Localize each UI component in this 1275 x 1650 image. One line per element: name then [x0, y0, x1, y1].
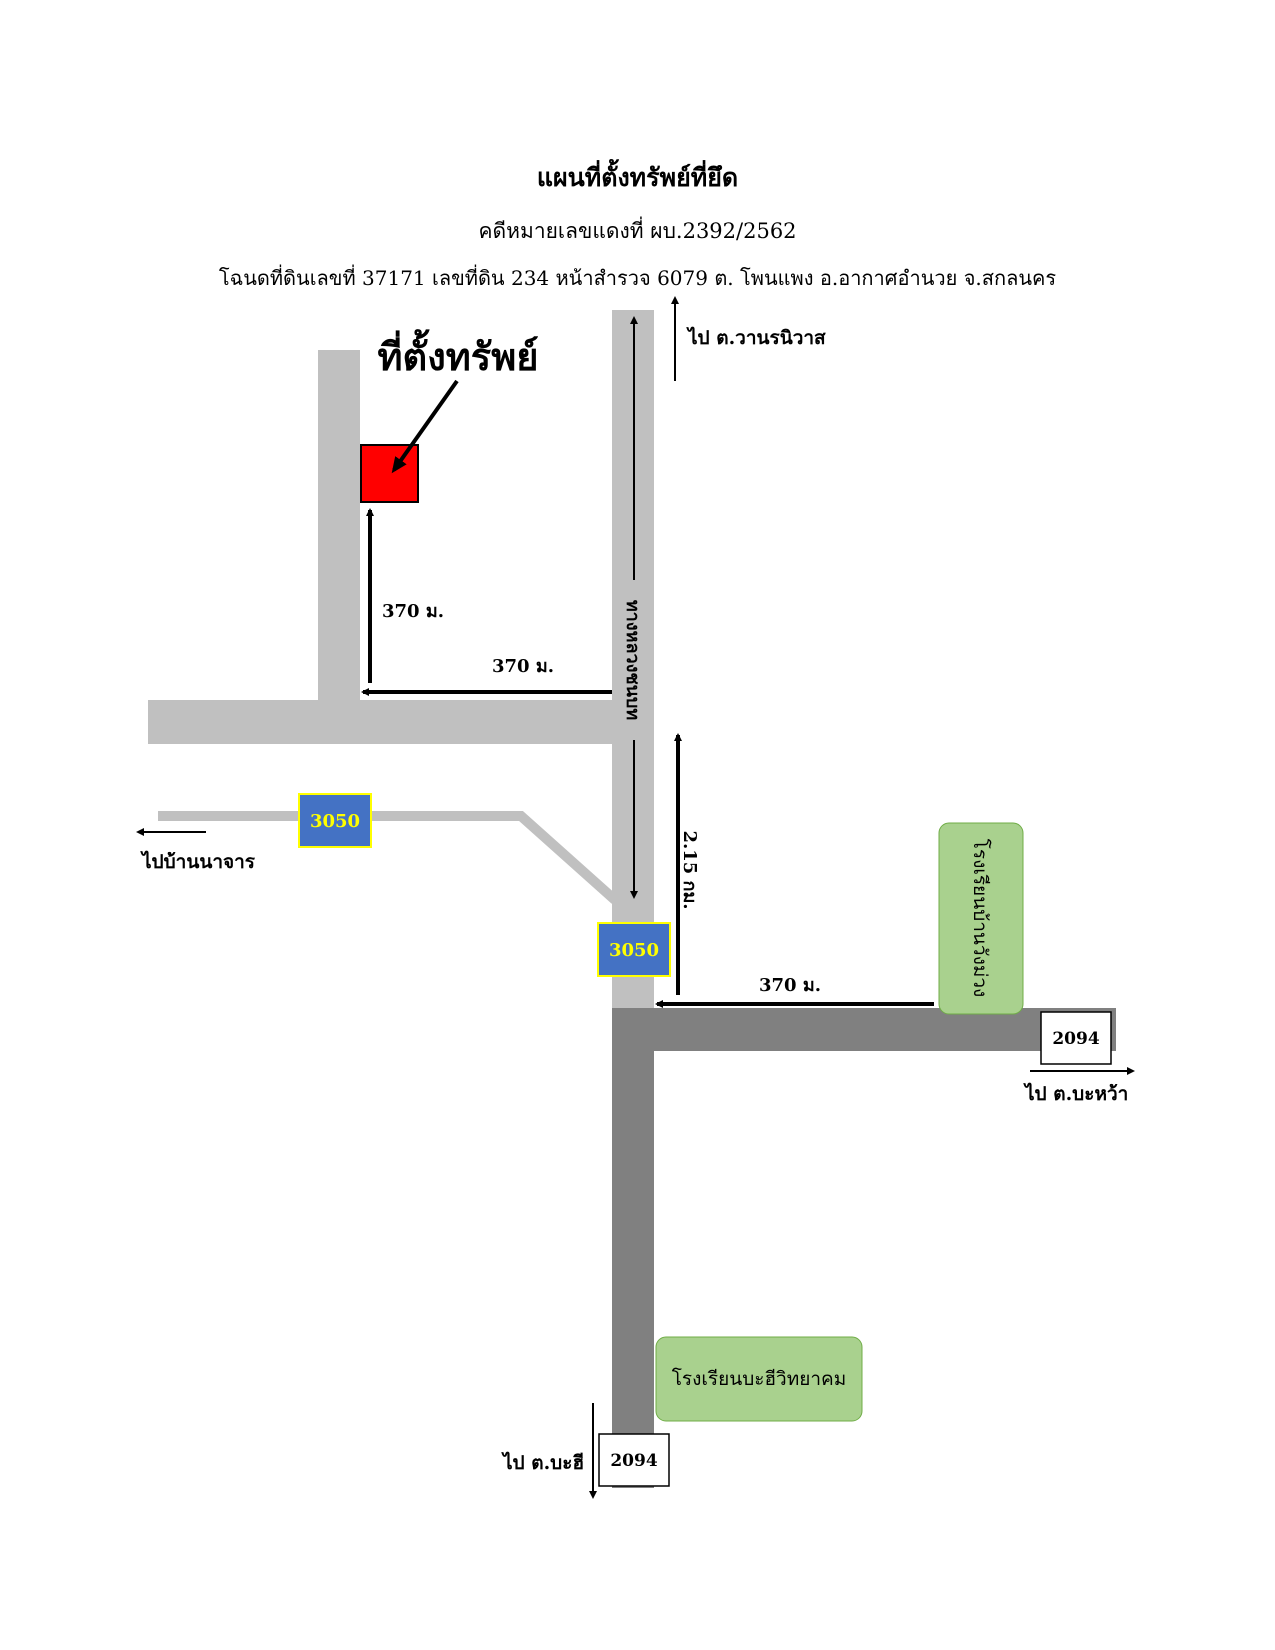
- main-segment-distance: 2.15 กม.: [679, 830, 700, 909]
- deed-info: โฉนดที่ดินเลขที่ 37171 เลขที่ดิน 234 หน้…: [218, 266, 1057, 290]
- to-west-label: ไปบ้านนาจาร: [140, 850, 256, 873]
- route-sign-2094-south: 2094: [598, 1433, 670, 1487]
- school-bahi-wittayakom: โรงเรียนบะฮีวิทยาคม: [655, 1336, 863, 1422]
- property-pointer-arrow: [391, 379, 459, 474]
- svg-text:2094: 2094: [1052, 1029, 1099, 1049]
- junction-distance: 370 ม.: [759, 975, 821, 996]
- map-title: แผนที่ตั้งทรัพย์ที่ยึด: [536, 163, 739, 192]
- svg-text:โรงเรียนบะฮีวิทยาคม: โรงเรียนบะฮีวิทยาคม: [672, 1367, 847, 1390]
- route-sign-3050-b: 3050: [597, 922, 671, 977]
- svg-text:3050: 3050: [609, 940, 659, 961]
- to-south-label: ไป ต.บะฮี: [501, 1451, 584, 1474]
- side-road-distance: 370 ม.: [382, 601, 444, 622]
- to-north-label: ไป ต.วานรนิวาส: [686, 326, 826, 349]
- route-sign-3050-a: 3050: [298, 793, 372, 848]
- property-marker: [360, 444, 419, 503]
- highway-name: ทางหลวงชนบท: [622, 600, 643, 720]
- to-east-label: ไป ต.บะหว้า: [1023, 1082, 1128, 1105]
- svg-text:2094: 2094: [610, 1451, 657, 1471]
- roads-light: [148, 310, 654, 1008]
- route-3050-road: [158, 811, 619, 904]
- cross-road: [148, 700, 618, 744]
- school-ban-wang-muang: โรงเรียนบ้านวังม่วง: [938, 822, 1024, 1015]
- route-sign-2094-east: 2094: [1040, 1011, 1112, 1065]
- side-road: [318, 350, 360, 712]
- cross-road-distance: 370 ม.: [492, 656, 554, 677]
- svg-text:3050: 3050: [310, 811, 360, 832]
- roads-dark: [612, 1008, 1116, 1488]
- case-number: คดีหมายเลขแดงที่ ผบ.2392/2562: [478, 219, 797, 243]
- property-label: ที่ตั้งทรัพย์: [377, 329, 538, 379]
- route-2094-south-road: [612, 1008, 654, 1488]
- route-2094-east-road: [612, 1008, 1116, 1051]
- svg-text:โรงเรียนบ้านวังม่วง: โรงเรียนบ้านวังม่วง: [969, 839, 992, 998]
